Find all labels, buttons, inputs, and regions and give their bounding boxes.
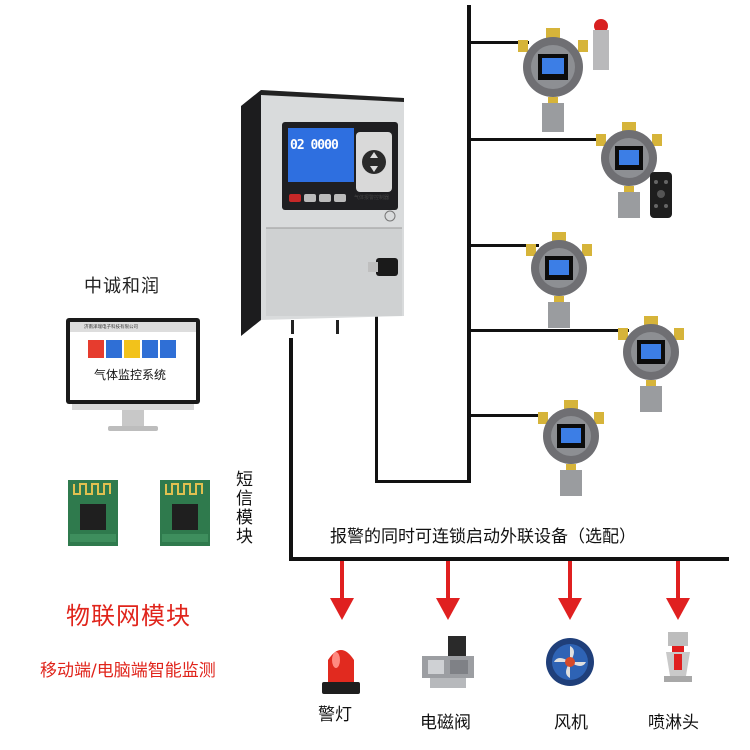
alarm-light-icon — [322, 650, 360, 694]
alarm-beacon-top — [593, 19, 609, 70]
controller-return-vertical — [375, 298, 378, 483]
arrow-shaft-4 — [676, 561, 680, 601]
iot-chip-module-2 — [160, 480, 210, 546]
arrow-shaft-1 — [340, 561, 344, 601]
sensor-block-5 — [160, 340, 176, 358]
output-label-fan: 风机 — [554, 713, 588, 733]
bus-branch-2 — [469, 138, 599, 141]
gas-detector-2 — [596, 122, 662, 218]
sms-module-label: 短信模块 — [232, 470, 252, 546]
iot-chip-module-1 — [68, 480, 118, 546]
solenoid-valve-icon — [422, 636, 474, 688]
bus-branch-4 — [469, 329, 629, 332]
interlock-description: 报警的同时可连锁启动外联设备（选配） — [330, 527, 636, 547]
iot-module-title: 物联网模块 — [66, 602, 191, 630]
sensor-block-3 — [124, 340, 140, 358]
arrow-head-4 — [666, 598, 690, 620]
monitor: 济南泽瑞电子科技有限公司 气体监控系统 — [66, 318, 200, 438]
controller-return-horizontal — [375, 480, 471, 483]
controller-panel-label: 气体报警控制器 — [354, 195, 390, 201]
gas-detector-1 — [518, 28, 588, 132]
remote-control — [650, 172, 672, 218]
monitor-company: 济南泽瑞电子科技有限公司 — [84, 325, 138, 330]
sprinkler-icon — [664, 632, 692, 682]
controller-display-value: 02 0000 — [290, 138, 339, 153]
output-wire-horizontal — [289, 557, 729, 561]
output-wire-vertical — [289, 338, 293, 560]
brand-name: 中诚和润 — [84, 276, 160, 297]
fan-icon — [546, 638, 594, 686]
gas-detector-3 — [526, 232, 592, 328]
sensor-block-1 — [88, 340, 104, 358]
monitor-screen: 济南泽瑞电子科技有限公司 气体监控系统 — [70, 322, 196, 400]
gas-detector-4 — [618, 316, 684, 412]
output-label-sprinkler: 喷淋头 — [648, 713, 699, 733]
bus-branch-3 — [469, 244, 539, 247]
output-label-alarm-light: 警灯 — [318, 705, 352, 725]
arrow-head-1 — [330, 598, 354, 620]
sensor-block-2 — [106, 340, 122, 358]
arrow-head-2 — [436, 598, 460, 620]
bus-branch-5 — [469, 414, 539, 417]
output-label-solenoid-valve: 电磁阀 — [420, 713, 471, 733]
gas-alarm-controller: 02 0000 气体报警控制器 — [236, 88, 408, 338]
iot-module-subtitle: 移动端/电脑端智能监测 — [40, 661, 216, 681]
sensor-block-4 — [142, 340, 158, 358]
arrow-shaft-3 — [568, 561, 572, 601]
bus-branch-1 — [469, 41, 529, 44]
arrow-shaft-2 — [446, 561, 450, 601]
monitor-title: 气体监控系统 — [94, 368, 167, 382]
gas-detector-5 — [538, 400, 604, 496]
arrow-head-3 — [558, 598, 582, 620]
